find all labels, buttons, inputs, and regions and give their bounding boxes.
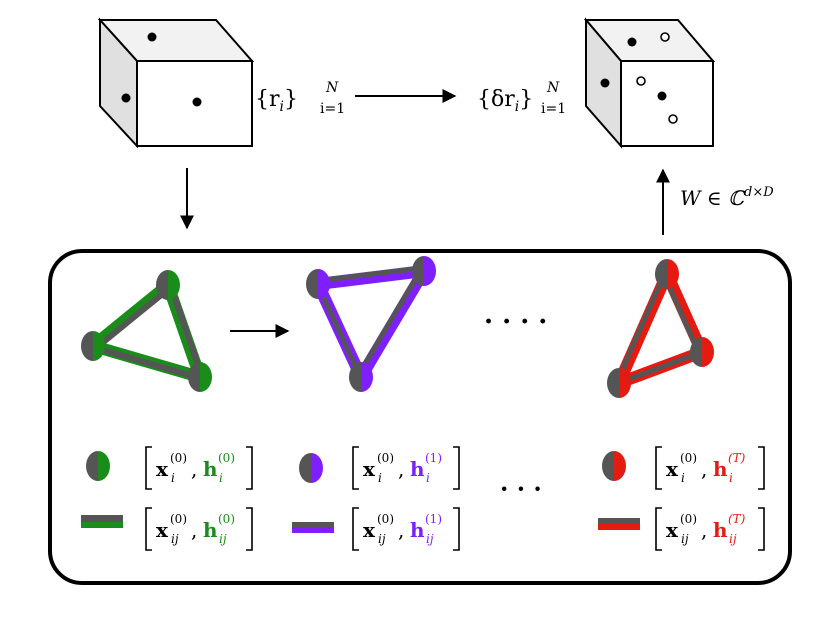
svg-text:(0): (0) — [680, 451, 697, 465]
svg-text:,: , — [191, 518, 197, 542]
edge-legend-icon-T — [598, 518, 640, 530]
svg-text:,: , — [398, 518, 404, 542]
svg-text:ij: ij — [171, 532, 179, 546]
point-dot — [627, 37, 637, 47]
svg-text:ij: ij — [378, 532, 386, 546]
graph-ellipsis: · · · · — [484, 307, 547, 337]
svg-text:(T): (T) — [728, 451, 746, 465]
svg-text:(0): (0) — [680, 512, 697, 526]
displaced-point-dot — [668, 114, 678, 124]
svg-text:,: , — [701, 457, 707, 481]
node — [81, 331, 105, 361]
node — [607, 368, 631, 398]
edge-feature-formula-T: x (0) ij , h (T) ij — [655, 507, 765, 551]
output-set-label: {δri} — [477, 87, 533, 115]
svg-text:(0): (0) — [377, 512, 394, 526]
node — [690, 337, 714, 367]
point-dot — [147, 32, 157, 42]
svg-text:(0): (0) — [170, 451, 187, 465]
edge-feature-formula-1: x (0) ij , h (1) ij — [352, 507, 460, 551]
svg-text:ij: ij — [729, 532, 737, 546]
svg-text:(T): (T) — [728, 512, 746, 526]
node — [349, 362, 373, 392]
svg-text:(0): (0) — [377, 451, 394, 465]
svg-text:(0): (0) — [170, 512, 187, 526]
svg-text:i: i — [378, 471, 382, 485]
projection-label: W ∈ ℂd×D — [680, 185, 774, 210]
message-passing-box — [48, 249, 792, 585]
point-dot — [192, 97, 202, 107]
edge-legend-icon-1 — [292, 522, 334, 533]
graph-layer-0 — [81, 270, 212, 392]
svg-text:x: x — [363, 457, 376, 481]
svg-text:i: i — [219, 471, 223, 485]
svg-text:h: h — [713, 457, 728, 481]
svg-text:(1): (1) — [425, 451, 442, 465]
node-legend-icon-1 — [299, 453, 323, 483]
node — [188, 362, 212, 392]
output-set-lower: i=1 — [541, 101, 566, 117]
svg-text:x: x — [156, 457, 169, 481]
svg-text:i: i — [681, 471, 685, 485]
node-legend-icon-0 — [86, 451, 110, 481]
svg-text:i: i — [171, 471, 175, 485]
svg-text:h: h — [203, 518, 218, 542]
node-feature-formula-T: x (0) i , h (T) i — [655, 446, 765, 490]
input-set-sup: N — [325, 80, 339, 96]
legend-ellipsis: · · · — [500, 474, 542, 503]
node-feature-formula-1: x (0) i , h (1) i — [352, 446, 460, 490]
svg-text:(0): (0) — [218, 512, 235, 526]
output-set-sup: N — [546, 80, 560, 96]
input-set-label: {ri} — [255, 87, 298, 115]
svg-text:,: , — [191, 457, 197, 481]
point-dot — [600, 78, 610, 88]
svg-text:x: x — [666, 457, 679, 481]
node — [412, 256, 436, 286]
svg-text:i: i — [426, 471, 430, 485]
input-cube — [97, 17, 255, 149]
node-legend-icon-T — [602, 451, 626, 481]
graph-layer-1 — [306, 256, 436, 392]
input-set-lower: i=1 — [320, 101, 345, 117]
svg-text:x: x — [363, 518, 376, 542]
node — [306, 269, 330, 299]
svg-text:i: i — [729, 471, 733, 485]
svg-text:h: h — [410, 518, 425, 542]
svg-text:h: h — [713, 518, 728, 542]
point-dot — [657, 91, 667, 101]
svg-text:,: , — [398, 457, 404, 481]
svg-text:h: h — [410, 457, 425, 481]
graph-layer-T — [607, 259, 714, 398]
svg-text:(0): (0) — [218, 451, 235, 465]
node-feature-formula-0: x (0) i , h (0) i — [145, 446, 253, 490]
edge-legend-icon-0 — [81, 515, 123, 528]
svg-text:ij: ij — [681, 532, 689, 546]
point-dot — [121, 93, 131, 103]
svg-text:(1): (1) — [425, 512, 442, 526]
svg-text:ij: ij — [219, 532, 227, 546]
svg-text:h: h — [203, 457, 218, 481]
displaced-point-dot — [636, 76, 646, 86]
node — [156, 270, 180, 300]
svg-text:x: x — [666, 518, 679, 542]
node — [655, 259, 679, 289]
svg-text:,: , — [701, 518, 707, 542]
displaced-point-dot — [660, 32, 670, 42]
output-cube — [583, 17, 716, 149]
svg-text:ij: ij — [426, 532, 434, 546]
edge-feature-formula-0: x (0) ij , h (0) ij — [145, 507, 253, 551]
svg-text:x: x — [156, 518, 169, 542]
